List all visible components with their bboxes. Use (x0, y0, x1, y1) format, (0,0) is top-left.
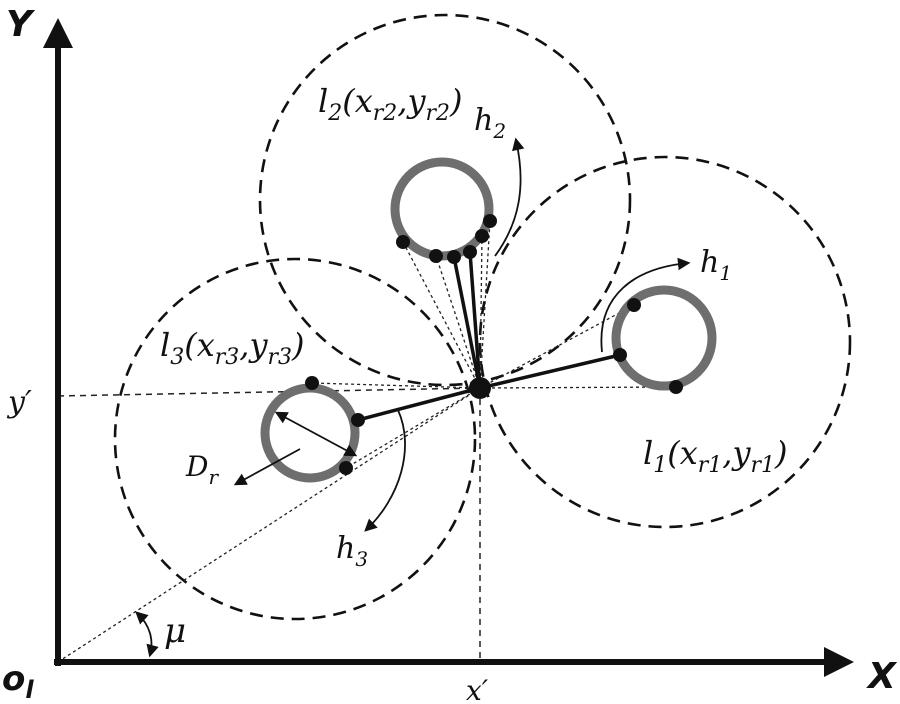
h1-label: h1 (700, 245, 732, 285)
dr-label: Dr (185, 450, 219, 489)
center-point (469, 377, 491, 399)
h3-arrow (364, 409, 406, 532)
solid-links (357, 251, 621, 422)
mu-arc (135, 611, 159, 658)
dr-leader (233, 448, 301, 486)
region-circle-2 (258, 13, 632, 387)
x-axis-label: X (866, 656, 898, 697)
y-prime-label: y′ (6, 385, 32, 420)
robot-ring-1 (611, 285, 717, 391)
l3-label: l3(xr3,yr3) (160, 326, 305, 370)
diameter-arrow (274, 411, 358, 457)
y-prime-guide (57, 387, 481, 397)
tangent-rays (311, 220, 677, 469)
l1-label: l1(xr1,yr1) (643, 434, 788, 478)
tangent-points (305, 214, 683, 475)
y-axis-label: Y (6, 4, 36, 45)
l2-label: l2(xr2,yr2) (318, 82, 463, 126)
h1-arrow (600, 257, 691, 353)
h2-label: h2 (474, 103, 506, 143)
region-circle-3 (113, 257, 477, 621)
region-circle-1 (478, 155, 852, 529)
h3-label: h3 (336, 531, 368, 571)
h2-arrow (494, 137, 525, 257)
x-prime-label: x′ (466, 674, 489, 704)
origin-label: ol (2, 659, 34, 704)
mu-label: μ (164, 611, 186, 651)
